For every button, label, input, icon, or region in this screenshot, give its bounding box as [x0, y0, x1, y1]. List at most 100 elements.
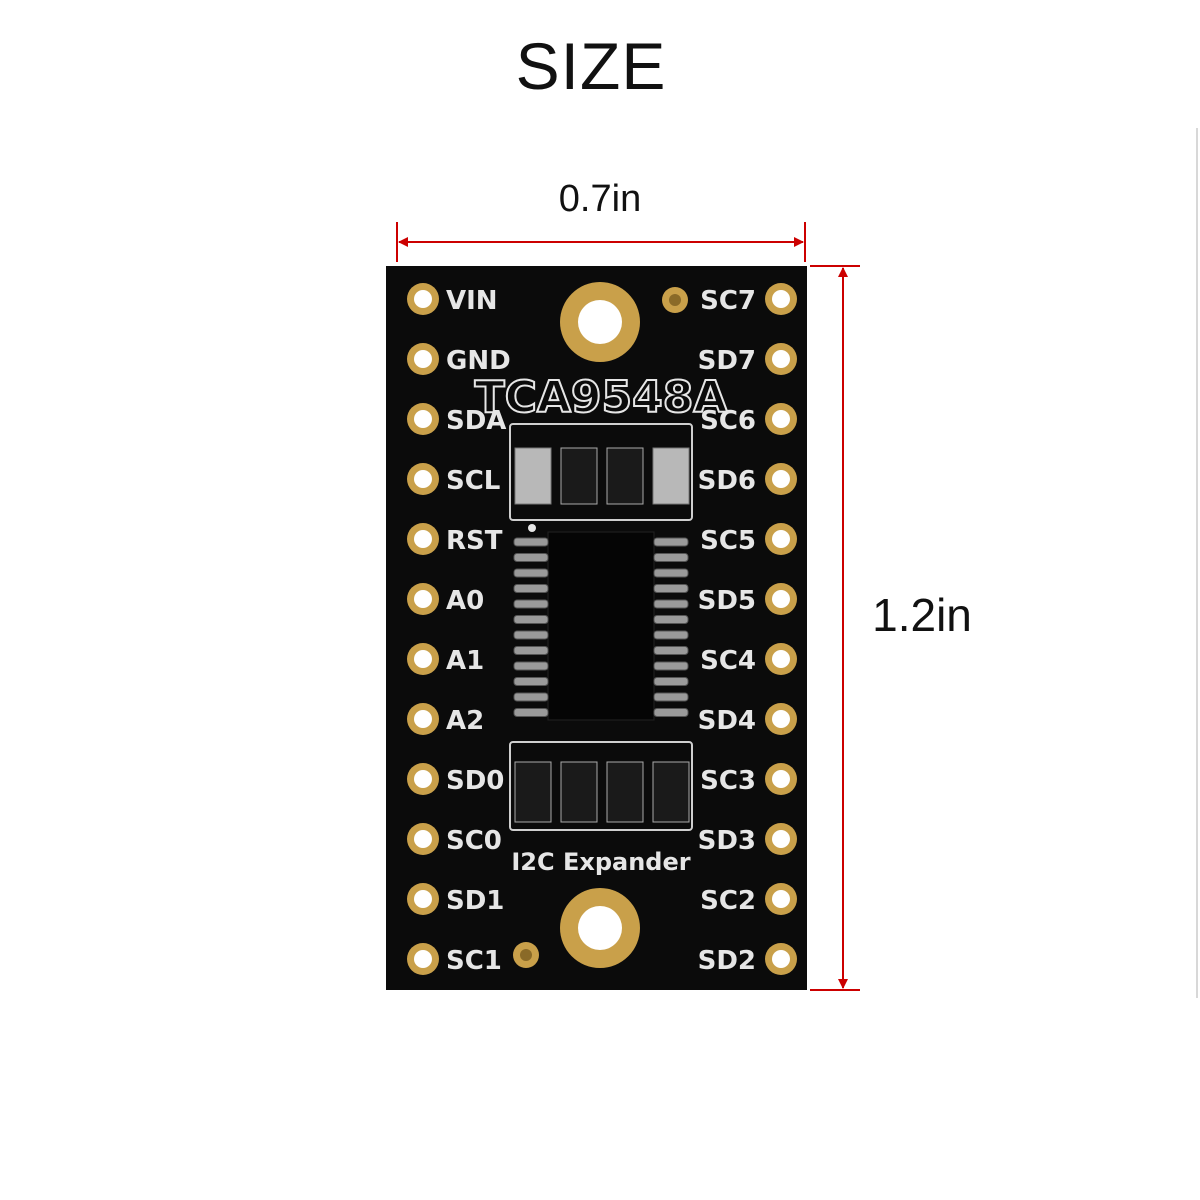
pin-sd3: SD3 [698, 823, 797, 856]
pin-sda: SDA [407, 403, 506, 436]
ic-lead [513, 615, 549, 624]
ic-lead [513, 553, 549, 562]
ic-lead [513, 537, 549, 547]
ic-lead [513, 661, 549, 671]
ic-lead [513, 677, 549, 686]
pin-label: SD6 [698, 466, 756, 496]
pin-label: SC1 [446, 946, 502, 976]
pin-sd0: SD0 [407, 763, 504, 796]
pin-label: SC2 [700, 886, 756, 916]
mounting-hole-bottom [560, 888, 640, 968]
pin-label: SD0 [446, 766, 504, 796]
pin-sd5: SD5 [698, 583, 797, 616]
ic-lead [653, 537, 689, 547]
pin-sc1: SC1 [407, 943, 502, 976]
pin-label: SC5 [700, 526, 756, 556]
ic-lead [513, 692, 549, 702]
page-title: SIZE [515, 29, 667, 103]
width-dimension-label: 0.7in [558, 178, 642, 220]
pin-label: SC4 [700, 646, 756, 676]
pin-a2: A2 [407, 703, 484, 736]
ic-lead [653, 553, 689, 562]
pin-sc2: SC2 [700, 883, 797, 916]
pin-label: SC3 [700, 766, 756, 796]
resistor [560, 761, 598, 823]
ic-lead [513, 646, 549, 655]
ic-lead [653, 599, 689, 609]
ic-lead [653, 677, 689, 686]
ic-lead [653, 661, 689, 671]
pin-sc5: SC5 [700, 523, 797, 556]
resistor [514, 761, 552, 823]
pin-label: SCL [446, 466, 500, 496]
pin-label: VIN [446, 286, 498, 316]
pin-label: A1 [446, 646, 484, 676]
passive-group-top [509, 423, 693, 521]
pin-vin: VIN [407, 283, 498, 316]
fiducial-top [662, 287, 688, 313]
board-caption: I2C Expander [511, 848, 690, 876]
pin-a0: A0 [407, 583, 484, 616]
height-dimension-label: 1.2in [872, 589, 972, 641]
pin-sd2: SD2 [698, 943, 797, 976]
ic-lead [653, 630, 689, 640]
pin-sc0: SC0 [407, 823, 502, 856]
ic-leads-left [513, 537, 549, 717]
pin-label: SC0 [446, 826, 502, 856]
pin-label: SC6 [700, 406, 756, 436]
pin-sc7: SC7 [700, 283, 797, 316]
width-dimension [396, 222, 806, 262]
ic-lead [513, 584, 549, 593]
capacitor [514, 447, 552, 505]
passive-group-bottom [509, 741, 693, 831]
pin-sc6: SC6 [700, 403, 797, 436]
ic-lead [653, 584, 689, 593]
ic-lead [513, 630, 549, 640]
pin-gnd: GND [407, 343, 511, 376]
ic-leads-right [653, 537, 689, 717]
pin-label: SD2 [698, 946, 756, 976]
resistor [560, 447, 598, 505]
ic-lead [513, 599, 549, 609]
pin-a1: A1 [407, 643, 484, 676]
pin-label: RST [446, 526, 503, 556]
ic-lead [653, 646, 689, 655]
ic-lead [653, 708, 689, 717]
pin-label: SD1 [446, 886, 504, 916]
resistor [652, 761, 690, 823]
ic-lead [653, 568, 689, 578]
pin-label: SD5 [698, 586, 756, 616]
pin-label: SDA [446, 406, 506, 436]
ic-lead [513, 568, 549, 578]
pin-label: SD4 [698, 706, 756, 736]
pin-sc3: SC3 [700, 763, 797, 796]
pin-sd7: SD7 [698, 343, 797, 376]
pin-sd4: SD4 [698, 703, 797, 736]
pin-sd1: SD1 [407, 883, 504, 916]
mounting-hole-top [560, 282, 640, 362]
capacitor [652, 447, 690, 505]
image-edge-line [1196, 128, 1198, 998]
fiducial-bottom [513, 942, 539, 968]
ic-lead [653, 692, 689, 702]
height-dimension [810, 265, 860, 991]
pin-sd6: SD6 [698, 463, 797, 496]
pin-sc4: SC4 [700, 643, 797, 676]
ic-lead [513, 708, 549, 717]
pin-scl: SCL [407, 463, 500, 496]
ic-package [547, 531, 655, 721]
pin-rst: RST [407, 523, 503, 556]
chip-label: TCA9548A [475, 372, 728, 423]
ic-lead [653, 615, 689, 624]
pin-label: SD7 [698, 346, 756, 376]
pin-label: SD3 [698, 826, 756, 856]
resistor [606, 447, 644, 505]
pin-label: GND [446, 346, 511, 376]
pin1-marker [528, 524, 536, 532]
resistor [606, 761, 644, 823]
pin-label: SC7 [700, 286, 756, 316]
pin-label: A0 [446, 586, 484, 616]
